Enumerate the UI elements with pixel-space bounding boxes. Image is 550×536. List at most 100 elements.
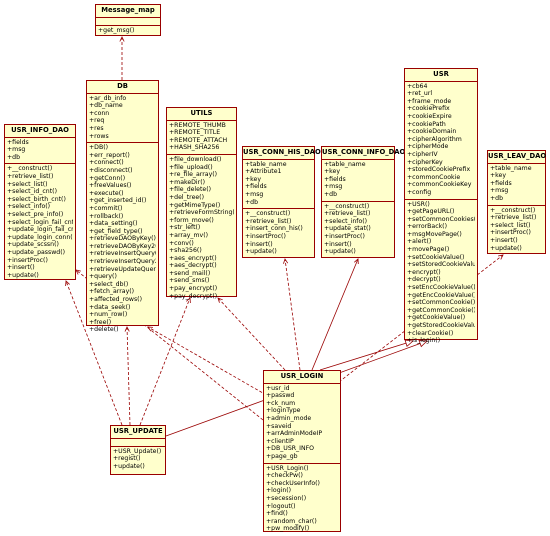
member-row: +err_report() [89, 151, 130, 159]
member-row: +key [490, 172, 507, 180]
member-row: +admin_mode [266, 414, 312, 422]
methods-section: +get_msg() [96, 26, 160, 37]
member-row: +arrAdminModeIP [266, 430, 323, 438]
member-row: +passwd [266, 392, 295, 400]
methods-section: +USR_Update()+regist()+update() [111, 447, 165, 473]
attributes-section: +table_name+key+fields+msg+db [488, 164, 545, 206]
member-row: +setStoredCookieValue() [407, 261, 475, 269]
member-row: +select_list() [7, 180, 48, 188]
member-row: +logout() [266, 502, 296, 510]
dep-login-conn-his [284, 258, 301, 371]
member-row: +getPageURL() [407, 208, 455, 216]
dep-login-db-head [147, 326, 154, 332]
member-row: +decrypt() [407, 276, 441, 284]
member-row: +commonCookieKey [407, 181, 472, 189]
member-row: +REMOTE_ATTACH [169, 136, 228, 144]
class-usr-update: USR_UPDATE +USR_Update()+regist()+update… [110, 425, 166, 475]
member-row: +__construct() [324, 202, 370, 210]
line-login-conn-info [311, 258, 359, 371]
member-row: +HASH_SHA256 [169, 144, 220, 152]
member-row: +del_tree() [169, 193, 205, 201]
member-row: +config [407, 188, 432, 196]
member-row: +table_name [324, 160, 366, 168]
member-row: +movePage() [407, 246, 450, 254]
member-row: +USR() [407, 200, 430, 208]
member-row: +update_scssn() [7, 241, 59, 249]
member-row: +getCommonCookie() [407, 306, 475, 314]
member-row: +cookieDomain [407, 128, 457, 136]
member-row: +str_left() [169, 224, 201, 232]
member-row: +fetch_array() [89, 288, 135, 296]
member-row: +encrypt() [407, 268, 441, 276]
member-row: +key [245, 175, 262, 183]
member-row: +res [89, 124, 104, 132]
member-row: +find() [266, 510, 288, 518]
member-row: +ck_num [266, 399, 296, 407]
member-row: +insert() [490, 236, 518, 244]
member-row: +__construct() [245, 210, 291, 218]
class-usr-conn-his-dao: USR_CONN_HIS_DAO +table_name+Attribute1+… [242, 146, 321, 258]
member-row: +commonCookie [407, 173, 461, 181]
member-row: +getConn() [89, 174, 126, 182]
class-usr-leav-dao: USR_LEAV_DAO +table_name+key+fields+msg+… [487, 150, 546, 254]
member-row: +login() [266, 487, 292, 495]
member-row: +msg [245, 190, 264, 198]
member-row: +sha256() [169, 247, 202, 255]
class-name: USR_INFO_DAO [5, 125, 75, 138]
member-row: +setCookieValue() [407, 253, 465, 261]
member-row: +loginType [266, 407, 301, 415]
methods-section: +__construct()+retrieve_list()+insert_co… [243, 209, 314, 258]
member-row: +msgMovePage() [407, 230, 462, 238]
member-row: +select_id_cnt() [7, 188, 57, 196]
member-row: +pay_decrypt() [169, 292, 218, 300]
member-row: +insertProc() [324, 232, 365, 240]
class-name: DB [87, 81, 158, 94]
class-usr-conn-info-dao: USR_CONN_INFO_DAO +table_name+key+fields… [321, 146, 405, 258]
member-row: +setEncCookieValue() [407, 284, 475, 292]
member-row: +retrieveDAOByKey2() [89, 242, 156, 250]
member-row: +retrieveInsertQuery2() [89, 258, 156, 266]
member-row: +retrieve_list() [490, 214, 537, 222]
member-row: +file_download() [169, 155, 222, 163]
dep-update-info-dao [65, 280, 123, 426]
attributes-section: +ar_db_info+db_name+conn+req+res+rows [87, 94, 158, 144]
class-name: USR_CONN_HIS_DAO [243, 147, 321, 160]
methods-section: +USR()+getPageURL()+setCommonCookies()+e… [405, 200, 477, 347]
member-row: +array_mv() [169, 231, 209, 239]
member-row: +alert() [407, 238, 432, 246]
member-row: +retrieve_list() [245, 217, 292, 225]
methods-section: +__construct()+retrieve_list()+select_li… [5, 164, 75, 281]
member-row: +getCookieValue() [407, 314, 466, 322]
methods-section: +__construct()+retrieve_list()+select_in… [322, 202, 394, 258]
dep-login-info-dao-head [75, 269, 81, 275]
member-row: +db [245, 198, 259, 206]
member-row: +db [490, 194, 504, 202]
member-row: +req [89, 117, 105, 125]
gen-login-usr [319, 340, 414, 371]
member-row: +send_mail() [169, 269, 211, 277]
member-row: +data_setting() [89, 220, 138, 228]
member-row: +clearCookie() [407, 329, 454, 337]
member-row: +clientIP [266, 437, 294, 445]
member-row: +get_inserted_id() [89, 197, 147, 205]
class-name: USR_LEAV_DAO [488, 151, 546, 164]
member-row: +insert() [7, 264, 35, 272]
member-row: +connect() [89, 159, 124, 167]
class-name: USR_CONN_INFO_DAO [322, 147, 405, 160]
member-row: +disconnect() [89, 166, 133, 174]
member-row: +pw_modify() [266, 525, 310, 533]
attributes-section: +cb64+ret_url+frame_mode+cookiePrefix+co… [405, 82, 477, 200]
dep-login-conn-his-head [283, 258, 289, 264]
member-row: +send_sms() [169, 277, 210, 285]
member-row: +ar_db_info [89, 94, 127, 102]
dep-login-db [147, 326, 276, 401]
member-row: +cipherIV [407, 150, 438, 158]
member-row: +retrieveUpdateQuery() [89, 265, 156, 273]
member-row: +retrieveInsertQuery() [89, 250, 156, 258]
member-row: +getStoredCookieValue() [407, 322, 475, 329]
methods-section: +file_download()+file_upload()+re_file_a… [167, 155, 236, 302]
dep-update-db [126, 326, 131, 426]
dep-update-utils-head [186, 297, 191, 304]
member-row: +__construct() [7, 165, 53, 173]
